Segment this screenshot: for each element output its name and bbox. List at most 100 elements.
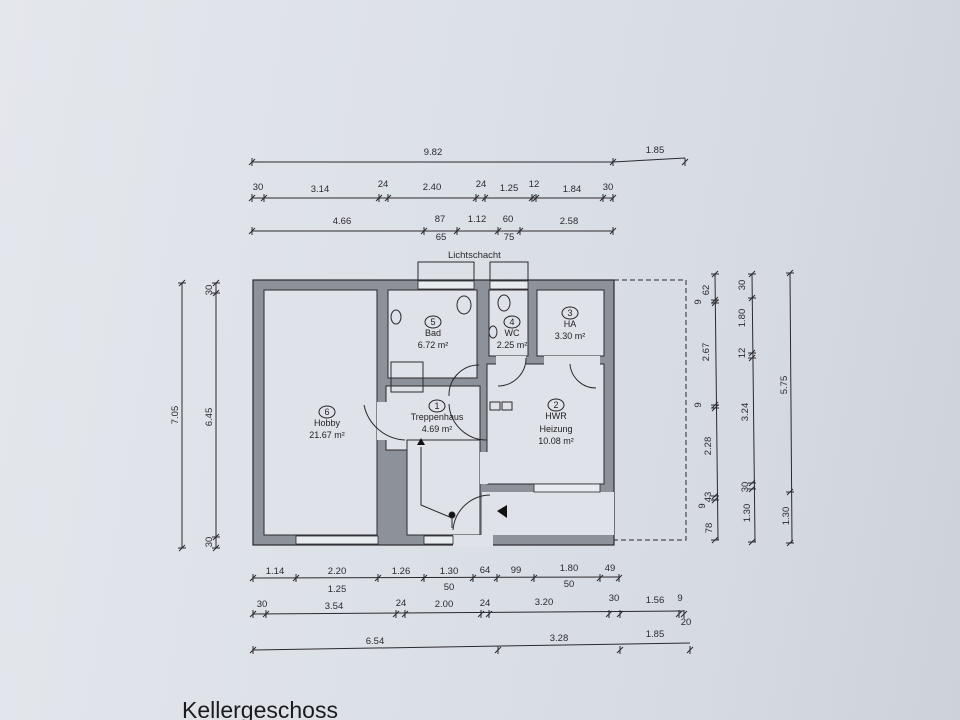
dimension-tick xyxy=(248,158,256,166)
dimension-tick xyxy=(453,227,461,235)
dimension-tick xyxy=(212,279,220,287)
dimension-tick xyxy=(516,227,524,235)
dimension-label: 2.58 xyxy=(560,216,579,227)
dimension-tick xyxy=(616,610,624,618)
room-hwr-floor xyxy=(486,363,605,485)
building-walls xyxy=(252,279,615,547)
dimension-label: 3.28 xyxy=(550,633,569,644)
dimension-line xyxy=(612,157,686,163)
dimension-label: 7.05 xyxy=(170,406,181,425)
dimension-label: 5.75 xyxy=(779,376,790,395)
room-number-circle-icon xyxy=(424,315,442,329)
dimension-label: 9 xyxy=(693,402,704,407)
dimension-label: 1.26 xyxy=(392,566,411,577)
dimension-label: 1.30 xyxy=(742,504,753,523)
dimension-tick xyxy=(249,646,257,654)
room-number-circle-icon xyxy=(318,405,336,419)
dimension-label: 30 xyxy=(609,593,620,604)
stair-arrow-icon xyxy=(417,438,425,445)
dimension-label: 2.00 xyxy=(435,599,454,610)
dimension-tick xyxy=(748,485,756,493)
dimension-line xyxy=(252,642,691,651)
dimension-tick xyxy=(249,574,257,582)
dimension-label: 30 xyxy=(603,182,614,193)
dimension-tick xyxy=(494,646,502,654)
dimension-label: 4.66 xyxy=(333,216,352,227)
room-hobby-floor xyxy=(263,289,378,536)
dimension-tick xyxy=(212,289,220,297)
dimension-label: 2.67 xyxy=(701,343,712,362)
room-name-ha: HA xyxy=(564,319,577,329)
dimension-label: 50 xyxy=(564,579,575,590)
dimension-tick xyxy=(248,194,256,202)
dimension-label: 24 xyxy=(480,598,491,609)
dimension-label: 24 xyxy=(476,179,487,190)
dimension-label: 12 xyxy=(529,179,540,190)
dimension-label: 6.45 xyxy=(204,408,215,427)
dimension-label: 62 xyxy=(701,285,712,296)
dimension-tick xyxy=(528,194,536,202)
dimension-label: 65 xyxy=(436,232,447,243)
dimension-tick xyxy=(477,610,485,618)
dimension-tick xyxy=(786,539,794,547)
dimension-line xyxy=(751,273,756,543)
dimension-label: 30 xyxy=(740,482,751,493)
room-number-treppenhaus: 1 xyxy=(434,401,439,411)
dimension-tick xyxy=(711,404,719,412)
dimension-tick xyxy=(375,194,383,202)
dimension-tick xyxy=(420,574,428,582)
room-number-bad: 5 xyxy=(430,317,435,327)
dimension-tick xyxy=(481,194,489,202)
dimension-label: 3.20 xyxy=(535,597,554,608)
toilet-icon xyxy=(456,295,472,315)
room-wc-floor xyxy=(488,289,529,357)
room-number-circle-icon xyxy=(547,398,565,412)
dimension-tick xyxy=(748,270,756,278)
dimension-line xyxy=(252,610,685,615)
bathroom-fixtures xyxy=(390,294,513,528)
room-area-treppenhaus: 4.69 m² xyxy=(422,424,453,434)
dimension-label: 9 xyxy=(693,299,704,304)
dimension-tick xyxy=(609,194,617,202)
dimension-label: 2.20 xyxy=(328,566,347,577)
dimension-label: 30 xyxy=(253,182,264,193)
dimension-tick xyxy=(248,227,256,235)
dimension-tick xyxy=(686,646,694,654)
room-area-hobby: 21.67 m² xyxy=(309,430,345,440)
dimension-tick xyxy=(384,194,392,202)
dimension-tick xyxy=(530,574,538,582)
dimension-label: 78 xyxy=(704,523,715,534)
dimension-label: 12 xyxy=(737,348,748,359)
room-number-circle-icon xyxy=(503,315,521,329)
dimension-label: 30 xyxy=(737,280,748,291)
dimension-tick xyxy=(401,610,409,618)
dimension-tick xyxy=(374,574,382,582)
dimension-label: 1.84 xyxy=(563,184,582,195)
dimension-tick xyxy=(711,536,719,544)
door-swings xyxy=(363,357,597,531)
dimension-label: 49 xyxy=(605,563,616,574)
dimension-tick xyxy=(681,158,689,166)
dimension-label: 50 xyxy=(444,582,455,593)
dimension-label: 99 xyxy=(511,565,522,576)
dimension-tick xyxy=(680,610,688,618)
dimension-tick xyxy=(212,533,220,541)
dimension-tick xyxy=(786,269,794,277)
terrace-outline xyxy=(614,279,687,541)
dimension-line xyxy=(252,576,620,579)
dimension-tick xyxy=(711,496,719,504)
room-name-hwr: HWR xyxy=(545,411,567,421)
dimension-label: 2.28 xyxy=(703,437,714,456)
room-number-circle-icon xyxy=(561,306,579,320)
dimension-label: 1.85 xyxy=(646,629,665,640)
dimension-tick xyxy=(748,538,756,546)
dimension-tick xyxy=(711,270,719,278)
dimension-tick xyxy=(249,610,257,618)
dimension-label: 1.25 xyxy=(500,183,519,194)
dimension-tick xyxy=(485,610,493,618)
dimension-label: 30 xyxy=(257,599,268,610)
